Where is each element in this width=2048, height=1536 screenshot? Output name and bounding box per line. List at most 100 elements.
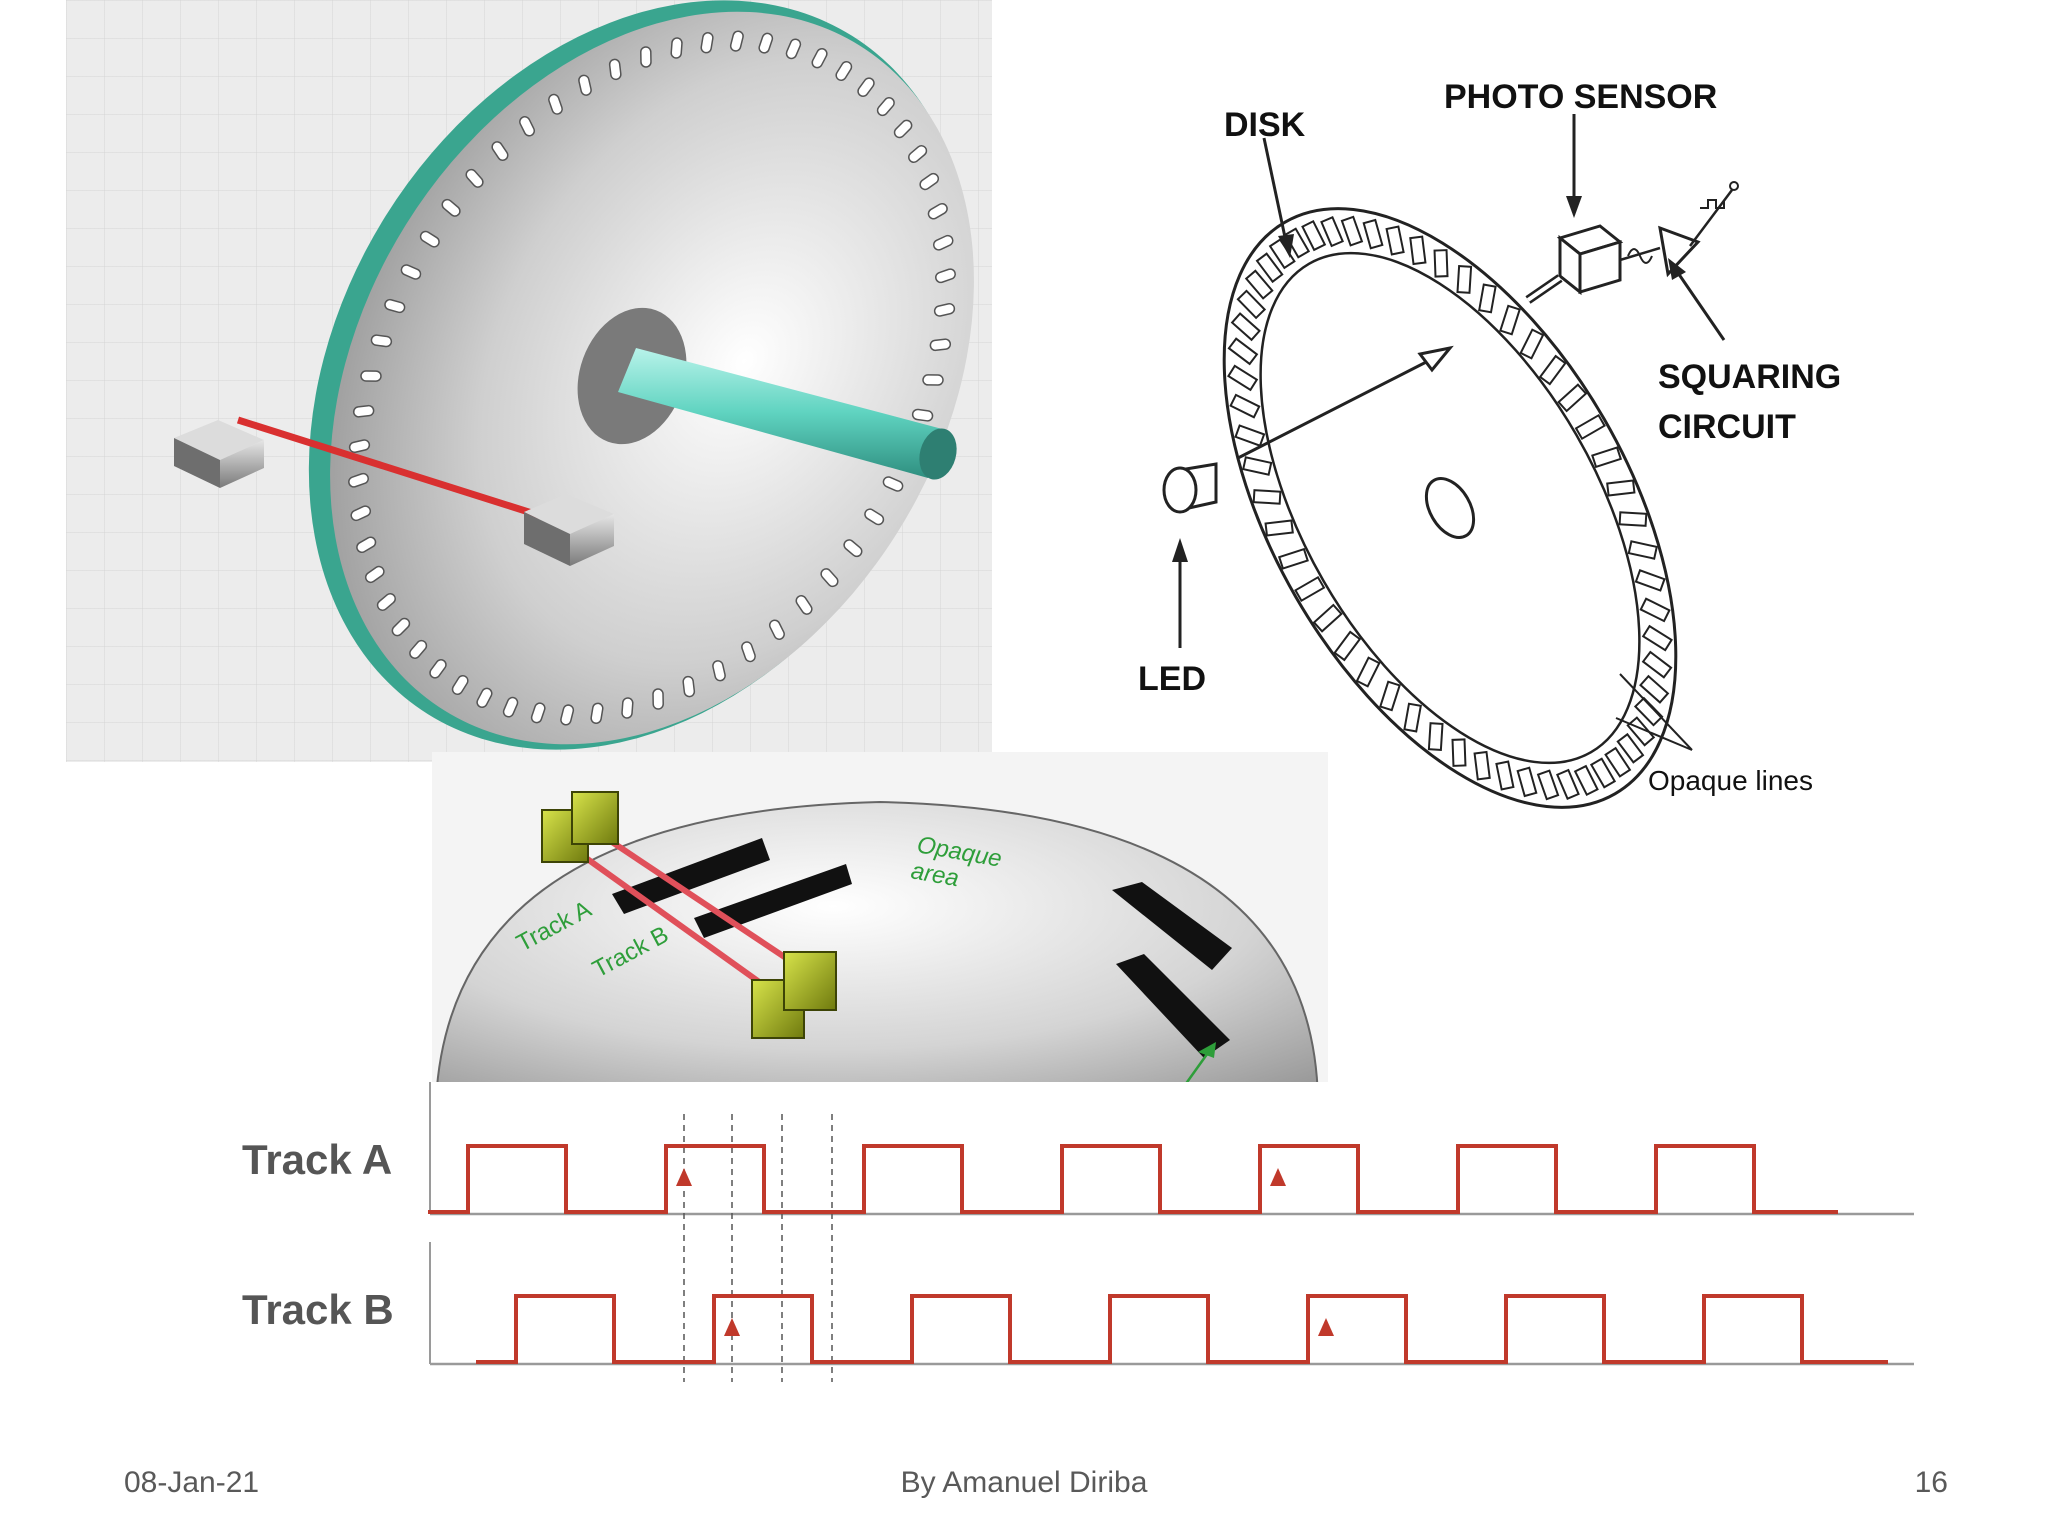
disk-slot-schematic bbox=[1574, 413, 1606, 441]
lower-sensor-pair bbox=[751, 951, 837, 1039]
disk-slot-schematic bbox=[1639, 674, 1670, 704]
disk-slot-schematic bbox=[1252, 489, 1282, 505]
disk-slot bbox=[384, 298, 406, 314]
disk-slot-schematic bbox=[1320, 215, 1344, 248]
disk-slot bbox=[929, 338, 952, 352]
led-icon bbox=[1162, 462, 1218, 514]
disk-slot bbox=[843, 539, 863, 558]
disk-slot bbox=[857, 77, 875, 97]
slide-author: By Amanuel Diriba bbox=[900, 1466, 1148, 1499]
disk-slot bbox=[356, 536, 377, 554]
disk-slot-schematic bbox=[1340, 215, 1364, 247]
sine-wave-mark bbox=[1627, 248, 1653, 264]
track-b-signal bbox=[476, 1294, 1888, 1364]
light-beam bbox=[236, 416, 556, 524]
disk-slot-schematic bbox=[1409, 235, 1427, 266]
disk-slot-schematic bbox=[1626, 716, 1656, 747]
disk-slot bbox=[350, 505, 372, 522]
disk-slot bbox=[795, 595, 813, 615]
photo-sensor-label: PHOTO SENSOR bbox=[1444, 78, 1717, 116]
disk-slot-schematic bbox=[1277, 547, 1309, 570]
disk-slots-schematic bbox=[1227, 215, 1673, 801]
encoder-disk-3d-graphic bbox=[174, 0, 974, 750]
disk-center-hole bbox=[1424, 477, 1476, 539]
opaque-segment-track-a bbox=[612, 838, 770, 914]
disk-slot bbox=[465, 168, 484, 188]
quadrature-tracks-illustration: Opaque area Track A Track B bbox=[432, 752, 1328, 1100]
disk-slot bbox=[400, 264, 422, 280]
disk-slot bbox=[935, 268, 956, 284]
disk-slot bbox=[922, 374, 944, 386]
disk-slot bbox=[640, 46, 652, 68]
disk-slot-schematic bbox=[1451, 738, 1467, 767]
disk-outer-ring bbox=[1222, 207, 1678, 809]
photo-sensor-block bbox=[1556, 224, 1624, 296]
quadrature-waveform-chart: Track A Track B bbox=[208, 1082, 1934, 1436]
disk-slot bbox=[932, 234, 954, 251]
disk-label: DISK bbox=[1224, 106, 1306, 144]
disk-slot-schematic bbox=[1244, 269, 1274, 300]
disk-slot bbox=[451, 675, 469, 695]
disk-slot-schematic bbox=[1294, 575, 1326, 603]
track-a-edge-marker-1 bbox=[676, 1168, 692, 1186]
disk-slot-schematic bbox=[1333, 630, 1362, 662]
disk-slot-schematic bbox=[1639, 597, 1671, 623]
track-a-edge-marker-2 bbox=[1270, 1168, 1286, 1186]
upper-sensor-pair bbox=[541, 791, 619, 863]
disk-slot-schematic bbox=[1499, 304, 1521, 336]
slide-page-number: 16 bbox=[1914, 1466, 1948, 1499]
disk-slot bbox=[578, 74, 592, 96]
disk-slot bbox=[530, 702, 546, 724]
waveform-track-a-label: Track A bbox=[242, 1136, 392, 1183]
disk-slot bbox=[785, 38, 802, 60]
waveform-track-b-label: Track B bbox=[242, 1286, 394, 1333]
disk-slot-schematic bbox=[1230, 312, 1261, 342]
disk-slot bbox=[712, 660, 726, 682]
disk-slot-schematic bbox=[1641, 650, 1673, 679]
disk-slot bbox=[741, 641, 756, 663]
disk-slot-schematic bbox=[1616, 732, 1645, 764]
disk-slot bbox=[352, 404, 375, 418]
opaque-segment-right-inner bbox=[1116, 954, 1230, 1058]
disk-slot-schematic bbox=[1229, 393, 1261, 419]
light-path-arrow bbox=[1237, 354, 1439, 460]
disk-slot bbox=[758, 32, 774, 54]
opaque-lines-label: Opaque lines bbox=[1648, 765, 1813, 796]
disk-slot-schematic bbox=[1589, 757, 1617, 789]
disk-slot-schematic bbox=[1236, 289, 1267, 320]
disk-slot-schematic bbox=[1536, 769, 1560, 801]
disk-pointer-arrow bbox=[1262, 137, 1288, 243]
track-b-beam bbox=[570, 845, 764, 987]
disk-slot bbox=[560, 704, 575, 726]
disk-slot-schematic bbox=[1604, 746, 1632, 778]
disk-surface bbox=[434, 800, 1320, 1100]
disk-slot bbox=[908, 145, 928, 163]
disk-slot-schematic bbox=[1478, 283, 1497, 314]
disk-slot-schematic bbox=[1627, 540, 1658, 560]
disk-slot-schematic bbox=[1591, 446, 1623, 469]
disk-slot bbox=[911, 408, 934, 422]
green-pointer-arrowhead bbox=[1198, 1042, 1216, 1058]
led-label: LED bbox=[1138, 660, 1206, 698]
disk-slot bbox=[360, 370, 382, 382]
squaring-circuit-label-line1: SQUARING bbox=[1658, 358, 1841, 396]
disk-slot-schematic bbox=[1556, 768, 1580, 801]
disk-slot-schematic bbox=[1641, 624, 1673, 652]
disk-slot bbox=[700, 32, 714, 54]
disk-slot bbox=[370, 334, 393, 348]
disk-slot bbox=[882, 476, 904, 492]
disk-slot-schematic bbox=[1519, 328, 1545, 360]
disk-slot-schematic bbox=[1385, 225, 1405, 256]
track-b-edge-marker-2 bbox=[1318, 1318, 1334, 1336]
disk-slot-schematic bbox=[1379, 680, 1401, 712]
receiver-box bbox=[524, 494, 614, 566]
disk-slot-schematic bbox=[1427, 722, 1444, 751]
square-wave-mark bbox=[1700, 199, 1725, 209]
disk-slot-schematic bbox=[1634, 569, 1666, 592]
disk-slot bbox=[364, 565, 385, 584]
disk-slot-schematic bbox=[1362, 218, 1384, 250]
disk-slot bbox=[491, 141, 509, 161]
disk-slot-schematic bbox=[1242, 456, 1273, 476]
encoder-disk-3d-illustration bbox=[66, 0, 992, 762]
disk-slot-schematic bbox=[1456, 265, 1473, 294]
